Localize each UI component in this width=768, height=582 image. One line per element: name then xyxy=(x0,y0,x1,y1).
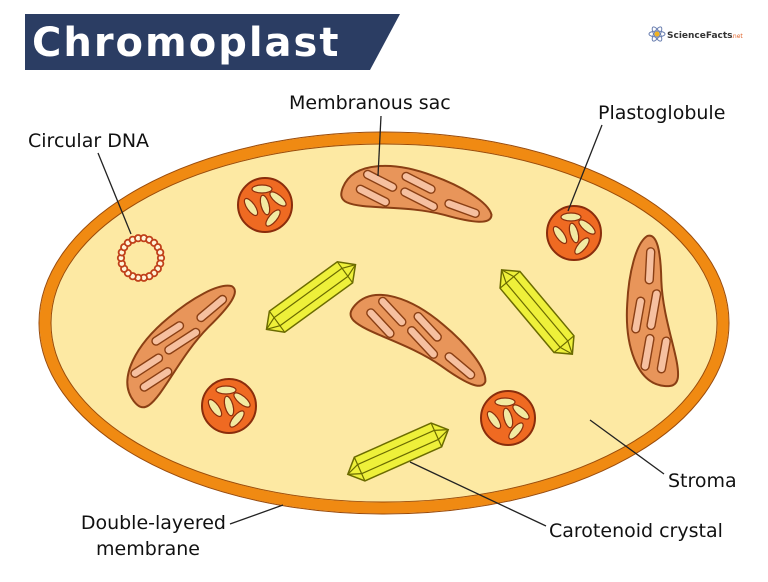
leader-line-membrane xyxy=(229,504,284,525)
plastoglobule xyxy=(201,378,257,434)
leader-line-carotenoid-crystal xyxy=(409,461,547,527)
leader-line-stroma xyxy=(589,419,665,475)
plastoglobule xyxy=(480,390,536,446)
logo-text: ScienceFacts xyxy=(667,31,733,41)
sciencefacts-logo: ScienceFacts .net xyxy=(648,26,743,42)
title-banner: Chromoplast xyxy=(25,14,400,70)
logo-suffix: .net xyxy=(731,33,743,40)
dna-bead xyxy=(156,248,165,257)
label-double-layered-membrane-line1: Double-layered xyxy=(81,512,226,534)
leader-line-circular-dna xyxy=(97,152,132,235)
leader-line-membranous-sac xyxy=(377,115,382,177)
page-title: Chromoplast xyxy=(32,20,340,66)
outer-membrane-edge xyxy=(38,131,730,515)
label-circular-dna: Circular DNA xyxy=(28,130,149,152)
circular-dna xyxy=(116,234,166,282)
label-carotenoid-crystal: Carotenoid crystal xyxy=(549,520,723,542)
inner-membrane-edge xyxy=(50,143,718,503)
atom-icon xyxy=(648,26,666,42)
label-membranous-sac: Membranous sac xyxy=(289,92,451,114)
leader-line-plastoglobule xyxy=(567,124,603,212)
label-double-layered-membrane-line2: membrane xyxy=(96,538,200,560)
title-background xyxy=(25,14,400,70)
plastoglobule xyxy=(546,205,602,261)
plastoglobule xyxy=(237,177,293,233)
label-stroma: Stroma xyxy=(668,470,737,492)
label-plastoglobule: Plastoglobule xyxy=(598,102,725,124)
